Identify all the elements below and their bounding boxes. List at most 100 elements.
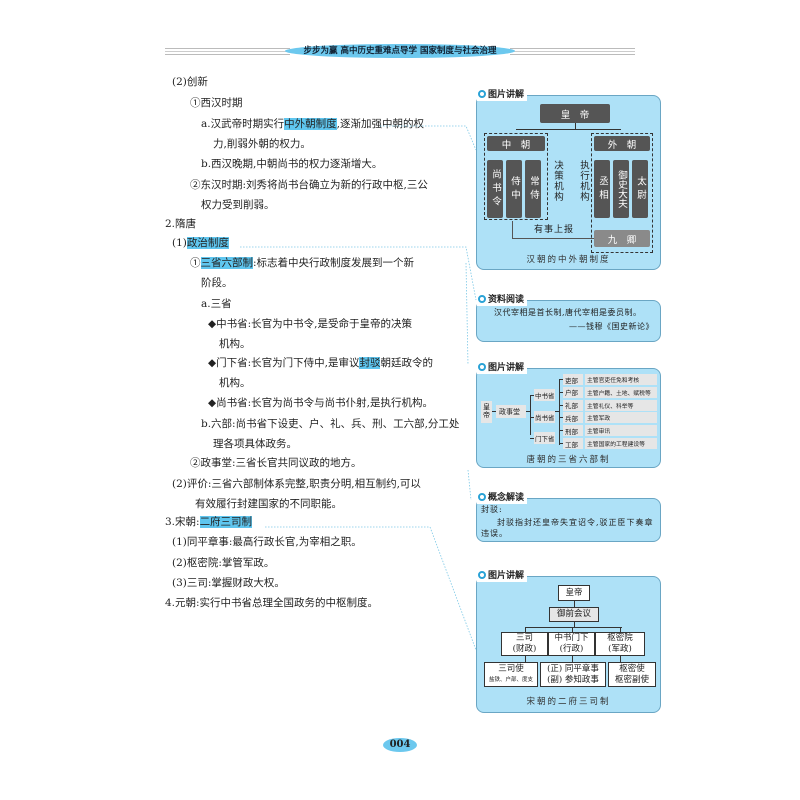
connector-line (559, 430, 563, 432)
text-line: (2)枢密院:掌管军政。 (172, 555, 274, 571)
text-line: ◆门下省:长官为门下侍中,是审议封驳朝廷政令的 (208, 355, 433, 371)
text-line: b.六部:尚书省下设吏、户、礼、兵、刑、工六部,分工处 (201, 416, 459, 432)
running-header: 步步为赢 高中历史重难点导学 国家制度与社会治理 (285, 44, 515, 58)
han-outer-item: 太尉 (632, 160, 648, 218)
song-official: 枢密使枢密副使 (608, 662, 656, 687)
text-segment: (2)创新 (172, 76, 208, 88)
tang-department: 门下省 (534, 432, 555, 444)
text-line: 理各项具体政务。 (213, 436, 297, 452)
text-line: (1)同平章事:最高行政长官,为宰相之职。 (172, 534, 362, 550)
song-emperor: 皇帝 (558, 585, 590, 601)
song-official-text: 三司使 (498, 663, 524, 674)
text-segment: ,逐渐加强中朝的权 (336, 118, 424, 130)
text-line: (1)政治制度 (172, 235, 229, 251)
highlighted-term: 三省六部制 (200, 257, 253, 269)
text-segment: a.汉武帝时期实行 (201, 118, 285, 130)
text-segment: ②东汉时期:刘秀将尚书台确立为新的行政中枢,三公 (190, 179, 428, 191)
reading-panel-tag: 资料阅读 (477, 295, 528, 306)
text-segment: 理各项具体政务。 (213, 438, 297, 450)
connector-line (530, 395, 534, 396)
song-office-text: (行政) (559, 644, 584, 654)
text-segment: 朝廷政令的 (380, 357, 433, 369)
text-line: a.三省 (201, 296, 232, 312)
tang-ministry-desc: 主管军政 (585, 412, 657, 424)
han-inner-label: 决策机构 (552, 160, 563, 202)
tang-ministry-desc: 主管户籍、土地、赋税等 (585, 386, 657, 398)
reading-panel (476, 300, 661, 342)
text-line: (2)评价:三省六部制体系完整,职责分明,相互制约,可以 (172, 476, 421, 492)
song-office-text: (军政) (608, 644, 632, 654)
text-line: 机构。 (219, 375, 251, 391)
highlighted-term: 封驳 (359, 357, 381, 369)
text-line: (3)三司:掌握财政大权。 (172, 575, 285, 591)
text-line: 力,削弱外朝的权力。 (213, 136, 311, 152)
text-segment: ①西汉时期 (190, 97, 243, 109)
connector-line (530, 417, 534, 418)
circle-icon (478, 571, 486, 579)
text-line: 2.隋唐 (165, 216, 196, 232)
song-official-text: (正) 同平章事 (547, 663, 599, 674)
connector-line (559, 443, 563, 444)
text-line: 4.元朝:实行中书省总理全国政务的中枢制度。 (165, 595, 378, 611)
han-inner-item: 侍中 (506, 160, 522, 218)
text-segment: ① (190, 257, 201, 269)
text-line: ①三省六部制:标志着中央行政制度发展到一个新 (190, 255, 414, 271)
text-segment: 机构。 (219, 338, 251, 350)
tang-ministry-desc: 主管国家的工程建设等 (585, 438, 657, 449)
text-segment: 3.宋朝: (165, 516, 200, 528)
concept-panel (476, 498, 661, 542)
song-official-text: 枢密使 (619, 663, 645, 674)
connector-line (524, 656, 526, 662)
text-segment: b.西汉晚期,中朝尚书的权力逐渐增大。 (201, 158, 383, 170)
concept-panel-tag: 概念解读 (477, 493, 528, 504)
text-segment: 力,削弱外朝的权力。 (213, 138, 311, 150)
text-segment: 机构。 (219, 377, 251, 389)
text-line: 阶段。 (201, 275, 233, 291)
circle-icon (478, 493, 486, 501)
tang-ministry-name: 刑部 (563, 425, 583, 437)
circle-icon (478, 295, 486, 303)
text-segment: :标志着中央行政制度发展到一个新 (253, 257, 415, 269)
text-segment: 有效履行封建国家的不同职能。 (195, 498, 342, 510)
highlighted-term: 二府三司制 (199, 516, 253, 528)
text-line: ①西汉时期 (190, 95, 243, 111)
tang-ministry-name: 工部 (563, 438, 583, 449)
text-segment: (2)评价:三省六部制体系完整,职责分明,相互制约,可以 (172, 478, 421, 490)
han-panel-tag: 图片讲解 (477, 90, 528, 101)
highlighted-term: 政治制度 (186, 237, 229, 249)
tang-ministry-desc: 主管审讯 (585, 425, 657, 437)
text-line: (2)创新 (172, 74, 208, 90)
text-segment: (1) (172, 237, 187, 249)
header-rule-right (510, 48, 635, 55)
circle-icon (478, 90, 486, 98)
text-segment: ◆中书省:长官为中书令,是受命于皇帝的决策 (208, 318, 412, 330)
connector-line (571, 627, 573, 632)
han-report-label: 有事上报 (534, 225, 575, 235)
text-line: 3.宋朝:二府三司制 (165, 514, 253, 530)
song-official: (正) 同平章事(副) 参知政事 (540, 662, 606, 687)
text-segment: 权力受到削弱。 (201, 199, 275, 211)
tang-ministry-name: 吏部 (563, 374, 583, 385)
song-official-text: 盐铁、户部、度支 (488, 676, 533, 683)
connector-line (559, 391, 563, 393)
text-segment: ②政事堂:三省长官共同议政的地方。 (190, 457, 362, 469)
han-outer-court: 外 朝 (594, 136, 650, 151)
song-official-text: 枢密副使 (614, 674, 649, 685)
text-line: b.西汉晚期,中朝尚书的权力逐渐增大。 (201, 156, 382, 172)
connector-line (620, 656, 621, 662)
connector-line (620, 627, 621, 632)
text-line: ②政事堂:三省长官共同议政的地方。 (190, 455, 362, 471)
concept-text: 封驳指封还皇帝失宜诏令,驳正臣下奏章违误。 (481, 518, 654, 538)
reading-text: 汉代宰相是首长制,唐代宰相是委员制。 (494, 308, 642, 317)
reading-source: ——钱穆《国史新论》 (569, 322, 654, 331)
han-outer-label: 执行机构 (578, 160, 589, 202)
highlighted-term: 中外朝制度 (284, 118, 337, 130)
connector-line (559, 404, 563, 406)
tang-ministry-name: 兵部 (563, 412, 583, 424)
text-line: ◆尚书省:长官为尚书令与尚书仆射,是执行机构。 (208, 395, 433, 411)
page-number: 004 (383, 738, 417, 752)
header-rule-left (165, 48, 290, 55)
text-segment: ◆尚书省:长官为尚书令与尚书仆射,是执行机构。 (208, 397, 433, 409)
song-office-text: (财政) (512, 644, 537, 654)
